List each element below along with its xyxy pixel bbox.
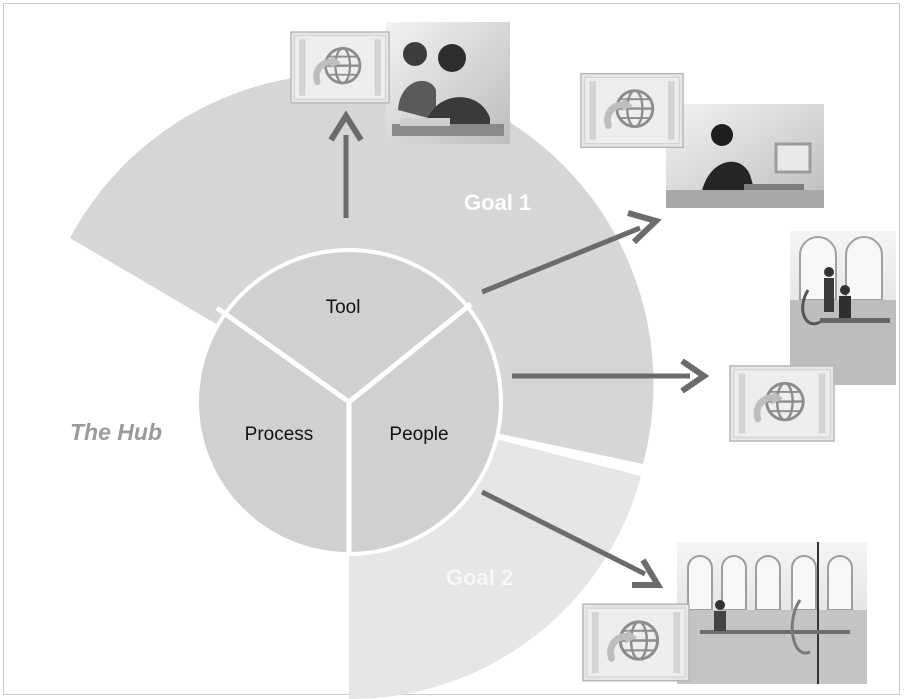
hub-label: The Hub: [70, 419, 162, 445]
office-photo-people-standing-by-windows: [790, 231, 896, 385]
arrow-right-head: [680, 358, 710, 394]
globe-icon: [581, 74, 683, 148]
hub-circle: [195, 248, 503, 556]
segment-people-label: People: [389, 424, 448, 445]
arrow-goal1-right-head: [627, 210, 662, 245]
diagram-frame: [3, 3, 900, 695]
arrow-goal1-right: [481, 225, 641, 295]
office-photo-open-office-hall: [677, 542, 867, 684]
globe-icon: [730, 366, 834, 441]
globe-icon: [291, 32, 389, 103]
arrow-goal2-right-head: [632, 558, 664, 588]
office-photo-two-people-laptop: [386, 22, 510, 144]
office-photo-woman-at-computer: [666, 104, 824, 208]
arrow-up-head: [328, 110, 364, 142]
segment-process-label: Process: [245, 424, 314, 445]
goal1-label: Goal 1: [464, 190, 531, 215]
segment-tool-label: Tool: [326, 297, 361, 318]
arrow-goal2-right: [480, 489, 647, 577]
goal2-label: Goal 2: [446, 565, 513, 590]
globe-icon: [583, 604, 689, 681]
